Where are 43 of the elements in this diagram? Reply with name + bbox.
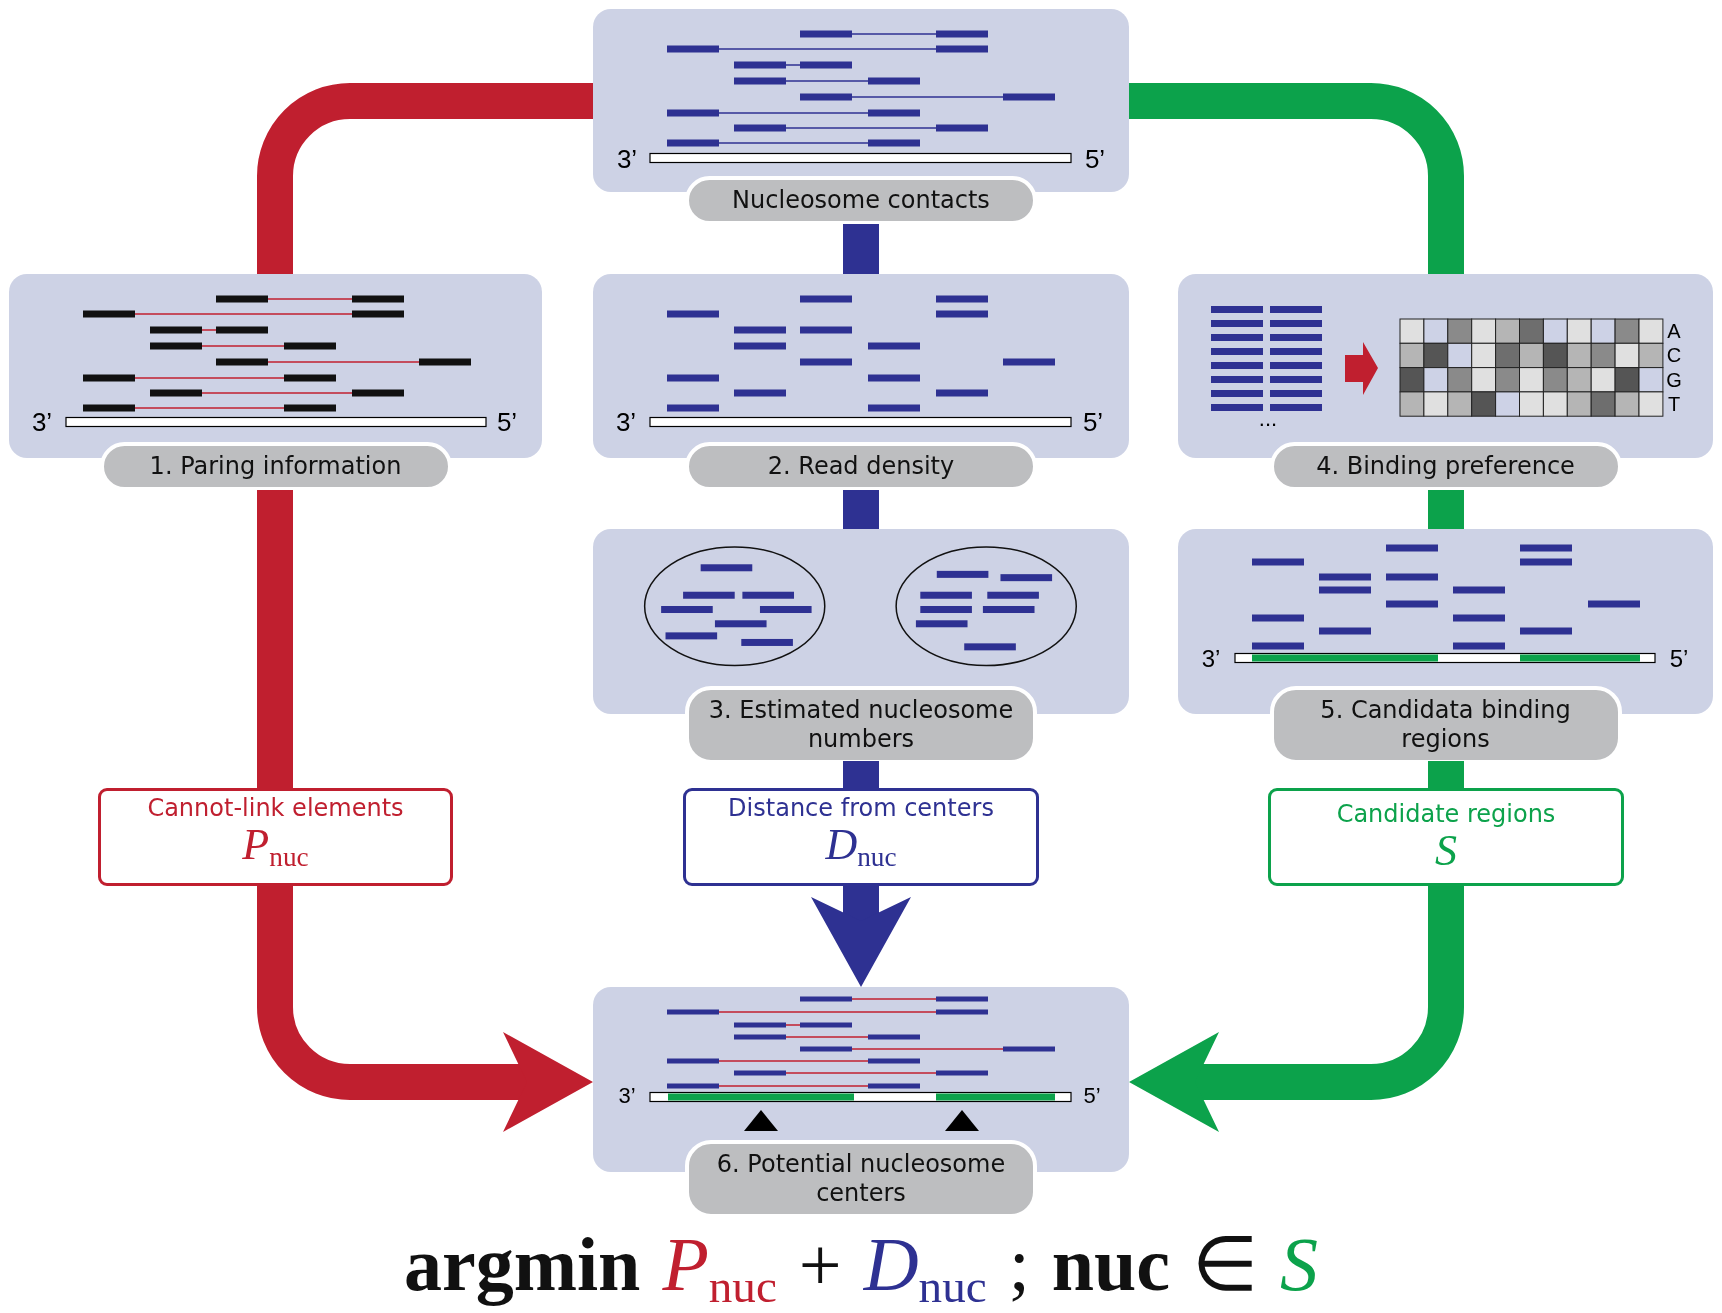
term-title: Cannot-link elements (147, 794, 404, 823)
term-box (1268, 788, 1624, 886)
flow-arrow (811, 886, 911, 987)
strand-end-label: 5’ (1084, 143, 1106, 175)
term-box (683, 788, 1039, 886)
term-box (98, 788, 453, 886)
strand-end-label: 3’ (1201, 645, 1221, 673)
strand-end-label: 5’ (1669, 645, 1689, 673)
connector-band (843, 224, 879, 274)
strand-end-label: 3’ (618, 1083, 636, 1109)
connector-band (1129, 83, 1464, 274)
math-symbol: P$_{nuc}$ (242, 822, 309, 874)
formula-term: P$_{nuc}$ (662, 1222, 777, 1313)
connector-band (1428, 490, 1464, 529)
term-title: Candidate regions (1336, 800, 1556, 828)
connector-band (1428, 761, 1464, 788)
flow-arrow (1129, 886, 1464, 1132)
connector-band (843, 761, 879, 788)
math-symbol: S (1435, 828, 1457, 874)
connector-band (257, 83, 593, 274)
strand-end-label: 5’ (1082, 406, 1104, 438)
strand-end-label: 5’ (1083, 1083, 1101, 1109)
term-title: Distance from centers (728, 794, 994, 823)
connector-band (257, 490, 293, 788)
connector-band (843, 490, 879, 529)
nucleotide-label: C (1666, 343, 1682, 367)
ellipsis-label: ... (1258, 406, 1278, 432)
formula-term: nuc (1051, 1222, 1171, 1306)
strand-end-label: 3’ (31, 406, 53, 438)
formula-term: argmin (403, 1222, 641, 1306)
formula-term: S (1280, 1222, 1319, 1306)
strand-end-label: 5’ (496, 406, 518, 438)
formula-term: ∈ (1192, 1222, 1259, 1306)
formula-term: ; (1008, 1222, 1030, 1306)
strand-end-label: 3’ (615, 406, 637, 438)
strand-end-label: 3’ (616, 143, 638, 175)
formula-term: D$_{nuc}$ (863, 1222, 987, 1313)
nucleotide-label: G (1666, 368, 1682, 392)
formula-term: + (798, 1222, 842, 1306)
flow-arrow (257, 886, 593, 1132)
nucleotide-label: T (1667, 392, 1681, 416)
math-symbol: D$_{nuc}$ (825, 822, 897, 874)
nucleotide-label: A (1667, 319, 1681, 343)
